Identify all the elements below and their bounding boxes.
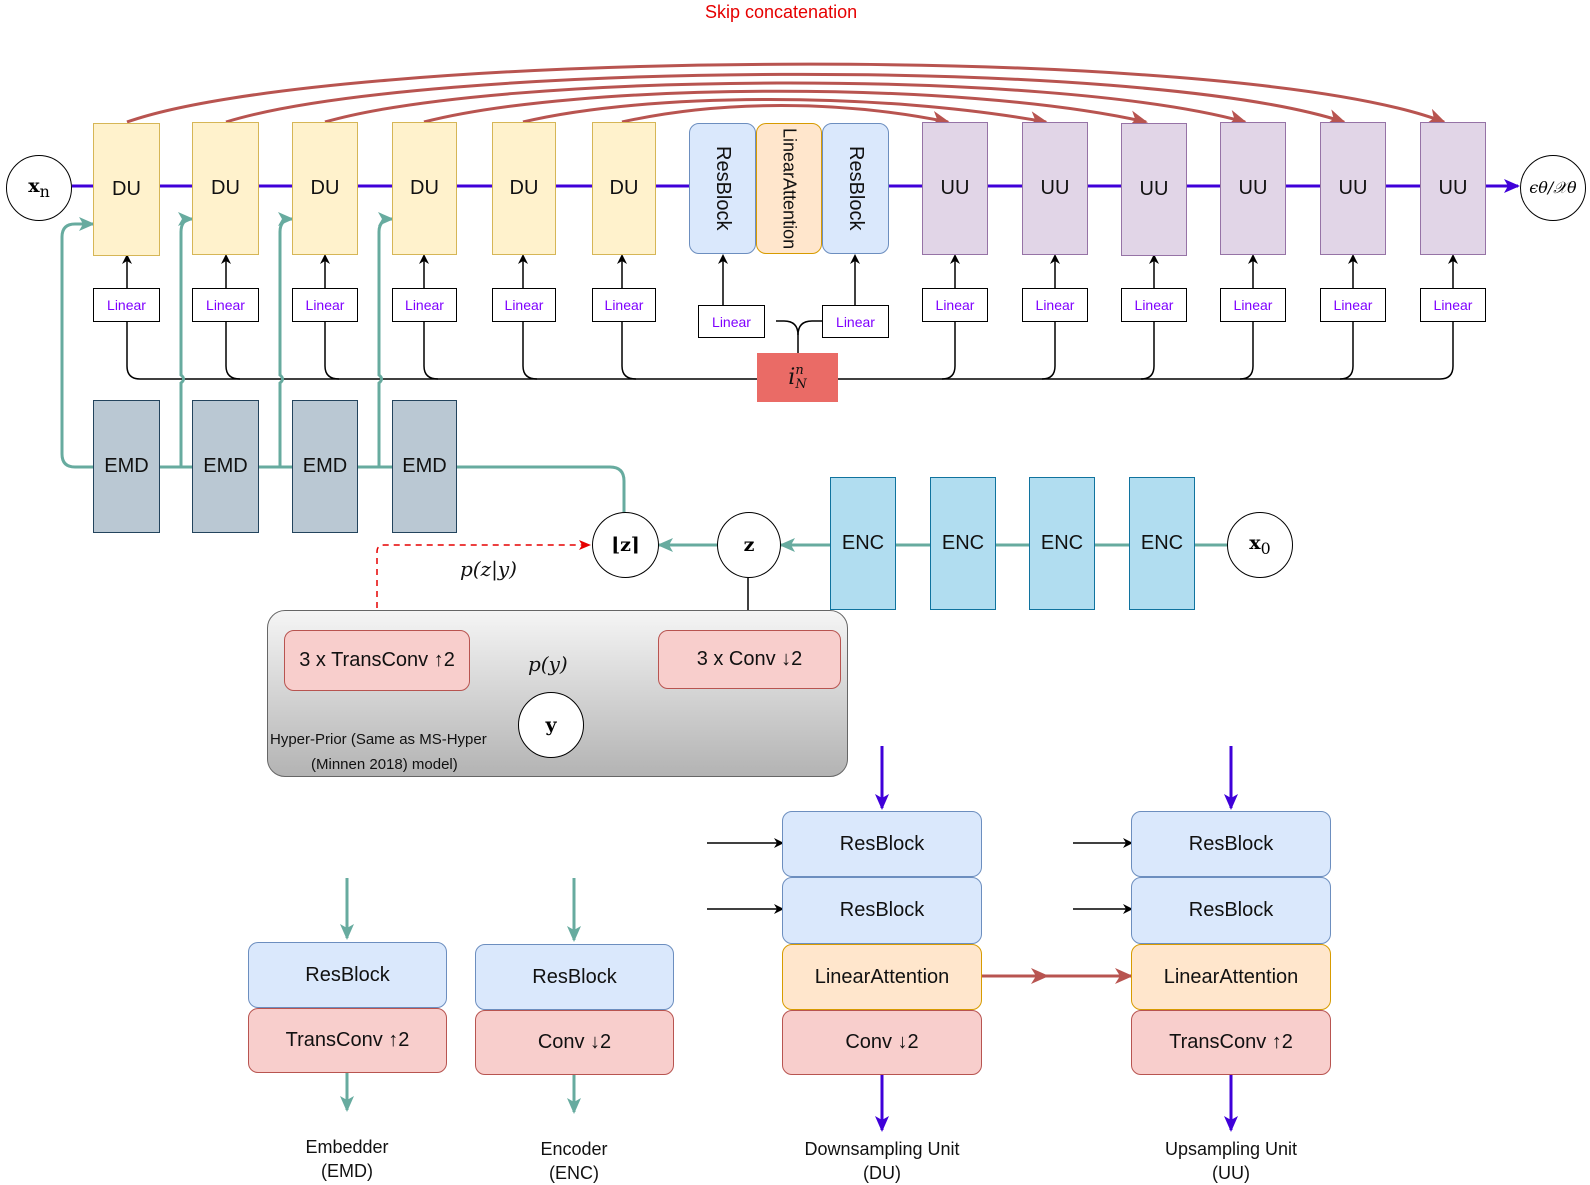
legend-emd-caption-line2: (EMD): [321, 1161, 373, 1181]
down-unit-2: DU: [192, 122, 259, 255]
legend-uu-caption-line1: Upsampling Unit: [1164, 1139, 1298, 1159]
iN-symbol: i: [788, 364, 796, 390]
legend-emd-caption: Embedder (EMD): [247, 1135, 447, 1183]
skip-arc-6: [621, 104, 950, 127]
output-node: ϵθ/𝒳θ: [1520, 155, 1586, 221]
legend-uu-resblock-1: ResBlock: [1131, 811, 1331, 877]
linear-middle-2: Linear: [822, 305, 889, 338]
legend-enc-resblock: ResBlock: [475, 944, 674, 1010]
iN-subscript: N: [795, 376, 807, 392]
linear-du-2: Linear: [192, 288, 259, 322]
hyper-y-node: y: [518, 692, 584, 758]
down-unit-4: DU: [392, 122, 457, 255]
linear-uu-4: Linear: [1220, 288, 1286, 322]
input-x0-node: x0: [1227, 512, 1293, 578]
legend-uu-linear-attention: LinearAttention: [1131, 944, 1331, 1010]
legend-arrows: [340, 746, 1238, 1132]
hyper-conv-block: 3 x Conv ↓2: [658, 630, 841, 689]
time-embedding-bus: [126, 320, 1454, 380]
linear-du-3: Linear: [292, 288, 358, 322]
p-y-label: p(y): [528, 652, 568, 676]
up-unit-6: UU: [1420, 122, 1486, 255]
legend-emd-resblock: ResBlock: [248, 942, 447, 1008]
middle-resblock-2: ResBlock: [822, 123, 889, 254]
legend-du-resblock-2: ResBlock: [782, 877, 982, 944]
skip-arcs: [126, 62, 1446, 128]
down-unit-1: DU: [93, 123, 160, 256]
linear-uu-2: Linear: [1022, 288, 1088, 322]
linear-uu-1: Linear: [922, 288, 988, 322]
legend-enc-caption: Encoder (ENC): [474, 1137, 674, 1185]
up-unit-5: UU: [1320, 122, 1386, 255]
linear-du-4: Linear: [392, 288, 457, 322]
legend-enc-caption-line2: (ENC): [549, 1163, 599, 1183]
x0-subscript: 0: [1260, 538, 1271, 558]
legend-du-resblock-1: ResBlock: [782, 811, 982, 877]
linear-du-1: Linear: [93, 288, 160, 322]
legend-enc-caption-line1: Encoder: [540, 1139, 608, 1159]
down-unit-5: DU: [492, 122, 556, 255]
skip-arc-5: [522, 98, 1048, 128]
hyper-transconv-block: 3 x TransConv ↑2: [284, 630, 470, 691]
linear-uu-5: Linear: [1320, 288, 1386, 322]
embedder-3: EMD: [292, 400, 358, 533]
encoder-3: ENC: [1029, 477, 1095, 610]
embedding-connections: [60, 212, 1227, 552]
encoder-1: ENC: [830, 477, 896, 610]
up-unit-1: UU: [922, 122, 988, 255]
embedder-4: EMD: [392, 400, 457, 533]
xn-symbol: x: [28, 175, 40, 198]
up-unit-2: UU: [1022, 122, 1088, 255]
middle-linear-attention: LinearAttention: [756, 123, 822, 254]
legend-du-linear-attention: LinearAttention: [782, 944, 982, 1010]
embedder-2: EMD: [192, 400, 259, 533]
linear-du-6: Linear: [592, 288, 656, 322]
legend-uu-caption-line2: (UU): [1212, 1163, 1250, 1183]
linear-middle-1: Linear: [698, 305, 765, 338]
p-z-given-y-label: p(z|y): [460, 557, 517, 581]
up-unit-4: UU: [1220, 122, 1286, 255]
input-xn-node: xn: [6, 155, 72, 221]
quantized-z-node: ⌊z⌉: [592, 512, 659, 578]
skip-concatenation-label: Skip concatenation: [705, 2, 858, 22]
legend-du-caption-line1: Downsampling Unit: [804, 1139, 960, 1159]
encoder-4: ENC: [1129, 477, 1195, 610]
legend-du-caption-line2: (DU): [863, 1163, 901, 1183]
legend-du-conv: Conv ↓2: [782, 1010, 982, 1075]
legend-uu-caption: Upsampling Unit (UU): [1111, 1137, 1351, 1185]
skip-arc-3: [324, 81, 1247, 126]
legend-emd-caption-line1: Embedder: [305, 1137, 389, 1157]
hyper-prior-caption-line1: Hyper-Prior (Same as MS-Hyper: [270, 731, 487, 748]
linear-uu-6: Linear: [1420, 288, 1486, 322]
linear-uu-3: Linear: [1121, 288, 1187, 322]
legend-uu-transconv: TransConv ↑2: [1131, 1010, 1331, 1075]
down-unit-3: DU: [292, 122, 358, 255]
skip-arc-2: [225, 72, 1346, 125]
linear-du-5: Linear: [492, 288, 556, 322]
encoder-2: ENC: [930, 477, 996, 610]
iN-superscript: n: [795, 362, 804, 378]
skip-arc-4: [423, 89, 1148, 127]
hyper-prior-caption-line2: (Minnen 2018) model): [311, 756, 458, 773]
skip-arc-1: [126, 62, 1446, 124]
up-unit-3: UU: [1121, 123, 1187, 256]
legend-enc-conv: Conv ↓2: [475, 1010, 674, 1075]
legend-du-caption: Downsampling Unit (DU): [762, 1137, 1002, 1185]
legend-uu-resblock-2: ResBlock: [1131, 877, 1331, 944]
linear-arrows: [122, 254, 1458, 305]
x0-symbol: x: [1249, 532, 1261, 555]
xn-subscript: n: [39, 181, 50, 201]
middle-resblock-1: ResBlock: [689, 123, 756, 254]
down-unit-6: DU: [592, 122, 656, 255]
legend-emd-transconv: TransConv ↑2: [248, 1008, 447, 1073]
embedder-1: EMD: [93, 400, 160, 533]
latent-z-node: z: [717, 512, 781, 578]
